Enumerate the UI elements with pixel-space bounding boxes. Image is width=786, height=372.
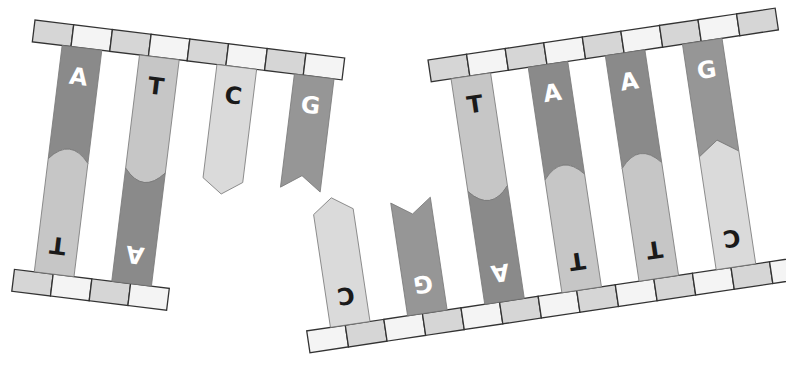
backbone-cell	[187, 39, 228, 66]
nucleotide-base: T	[620, 149, 678, 282]
dna-fragment: ATCGTA	[1, 20, 432, 347]
backbone-cell	[737, 8, 779, 36]
nucleotide-base: C	[312, 195, 370, 328]
base-outline	[682, 38, 738, 157]
base-letter: T	[555, 243, 599, 279]
backbone-cell	[32, 20, 73, 47]
base-outline	[605, 50, 661, 169]
base-letter: C	[710, 220, 754, 256]
nucleotide-base: T	[34, 145, 89, 277]
nucleotide-base: G	[389, 183, 447, 316]
base-outline	[543, 162, 601, 293]
base-outline	[468, 186, 524, 305]
base-letter: G	[289, 88, 332, 123]
base-outline	[201, 65, 256, 197]
nucleotide-base: C	[201, 65, 256, 197]
base-letter: T	[453, 87, 497, 123]
backbone-cell	[621, 25, 663, 53]
backbone-cell	[384, 314, 426, 342]
nucleotide-base: T	[124, 55, 179, 187]
base-letter: G	[401, 266, 445, 302]
base-outline	[112, 168, 166, 286]
nucleotide-base: T	[451, 73, 509, 206]
base-outline	[280, 74, 334, 192]
nucleotide-base: A	[112, 154, 167, 286]
base-letter: T	[36, 228, 79, 263]
backbone-cell	[50, 274, 91, 301]
nucleotide-base: T	[543, 160, 601, 293]
nucleotide-base: C	[697, 137, 755, 270]
backbone-cell	[110, 30, 151, 57]
nucleotide-base: A	[466, 172, 524, 305]
base-outline	[620, 151, 678, 282]
backbone-cell	[544, 37, 586, 65]
base-letter: C	[212, 78, 255, 113]
backbone-cell	[307, 325, 349, 353]
backbone-cell	[615, 279, 657, 307]
backbone-cells	[270, 3, 786, 353]
backbone-cell	[265, 49, 306, 76]
backbone-cell	[461, 302, 503, 330]
dna-fragment: TAAGCGATTC	[428, 1, 786, 337]
backbone-cell	[128, 284, 169, 311]
base-letter: A	[478, 255, 522, 291]
backbone-cell	[698, 14, 740, 42]
base-letter: A	[607, 64, 651, 100]
backbone-cells	[2, 20, 345, 328]
base-outline	[312, 195, 370, 328]
base-outline	[528, 61, 584, 180]
base-outline	[34, 147, 89, 277]
backbone-cell	[467, 48, 509, 76]
base-outline	[451, 73, 509, 204]
base-letter: A	[113, 238, 156, 273]
base-outline	[48, 45, 102, 163]
base-letter: T	[134, 69, 177, 104]
backbone-cell	[692, 267, 734, 295]
base-letter: C	[324, 278, 368, 314]
base-letter: A	[530, 75, 574, 111]
nucleotide-base: G	[279, 74, 334, 206]
base-outline	[391, 197, 447, 316]
base-letter: T	[633, 232, 677, 268]
base-outline	[124, 55, 179, 185]
backbone-cell	[538, 291, 580, 319]
base-outline	[697, 137, 755, 270]
base-letter: G	[685, 52, 729, 88]
base-letter: A	[57, 59, 100, 94]
backbone-cell	[770, 256, 786, 284]
